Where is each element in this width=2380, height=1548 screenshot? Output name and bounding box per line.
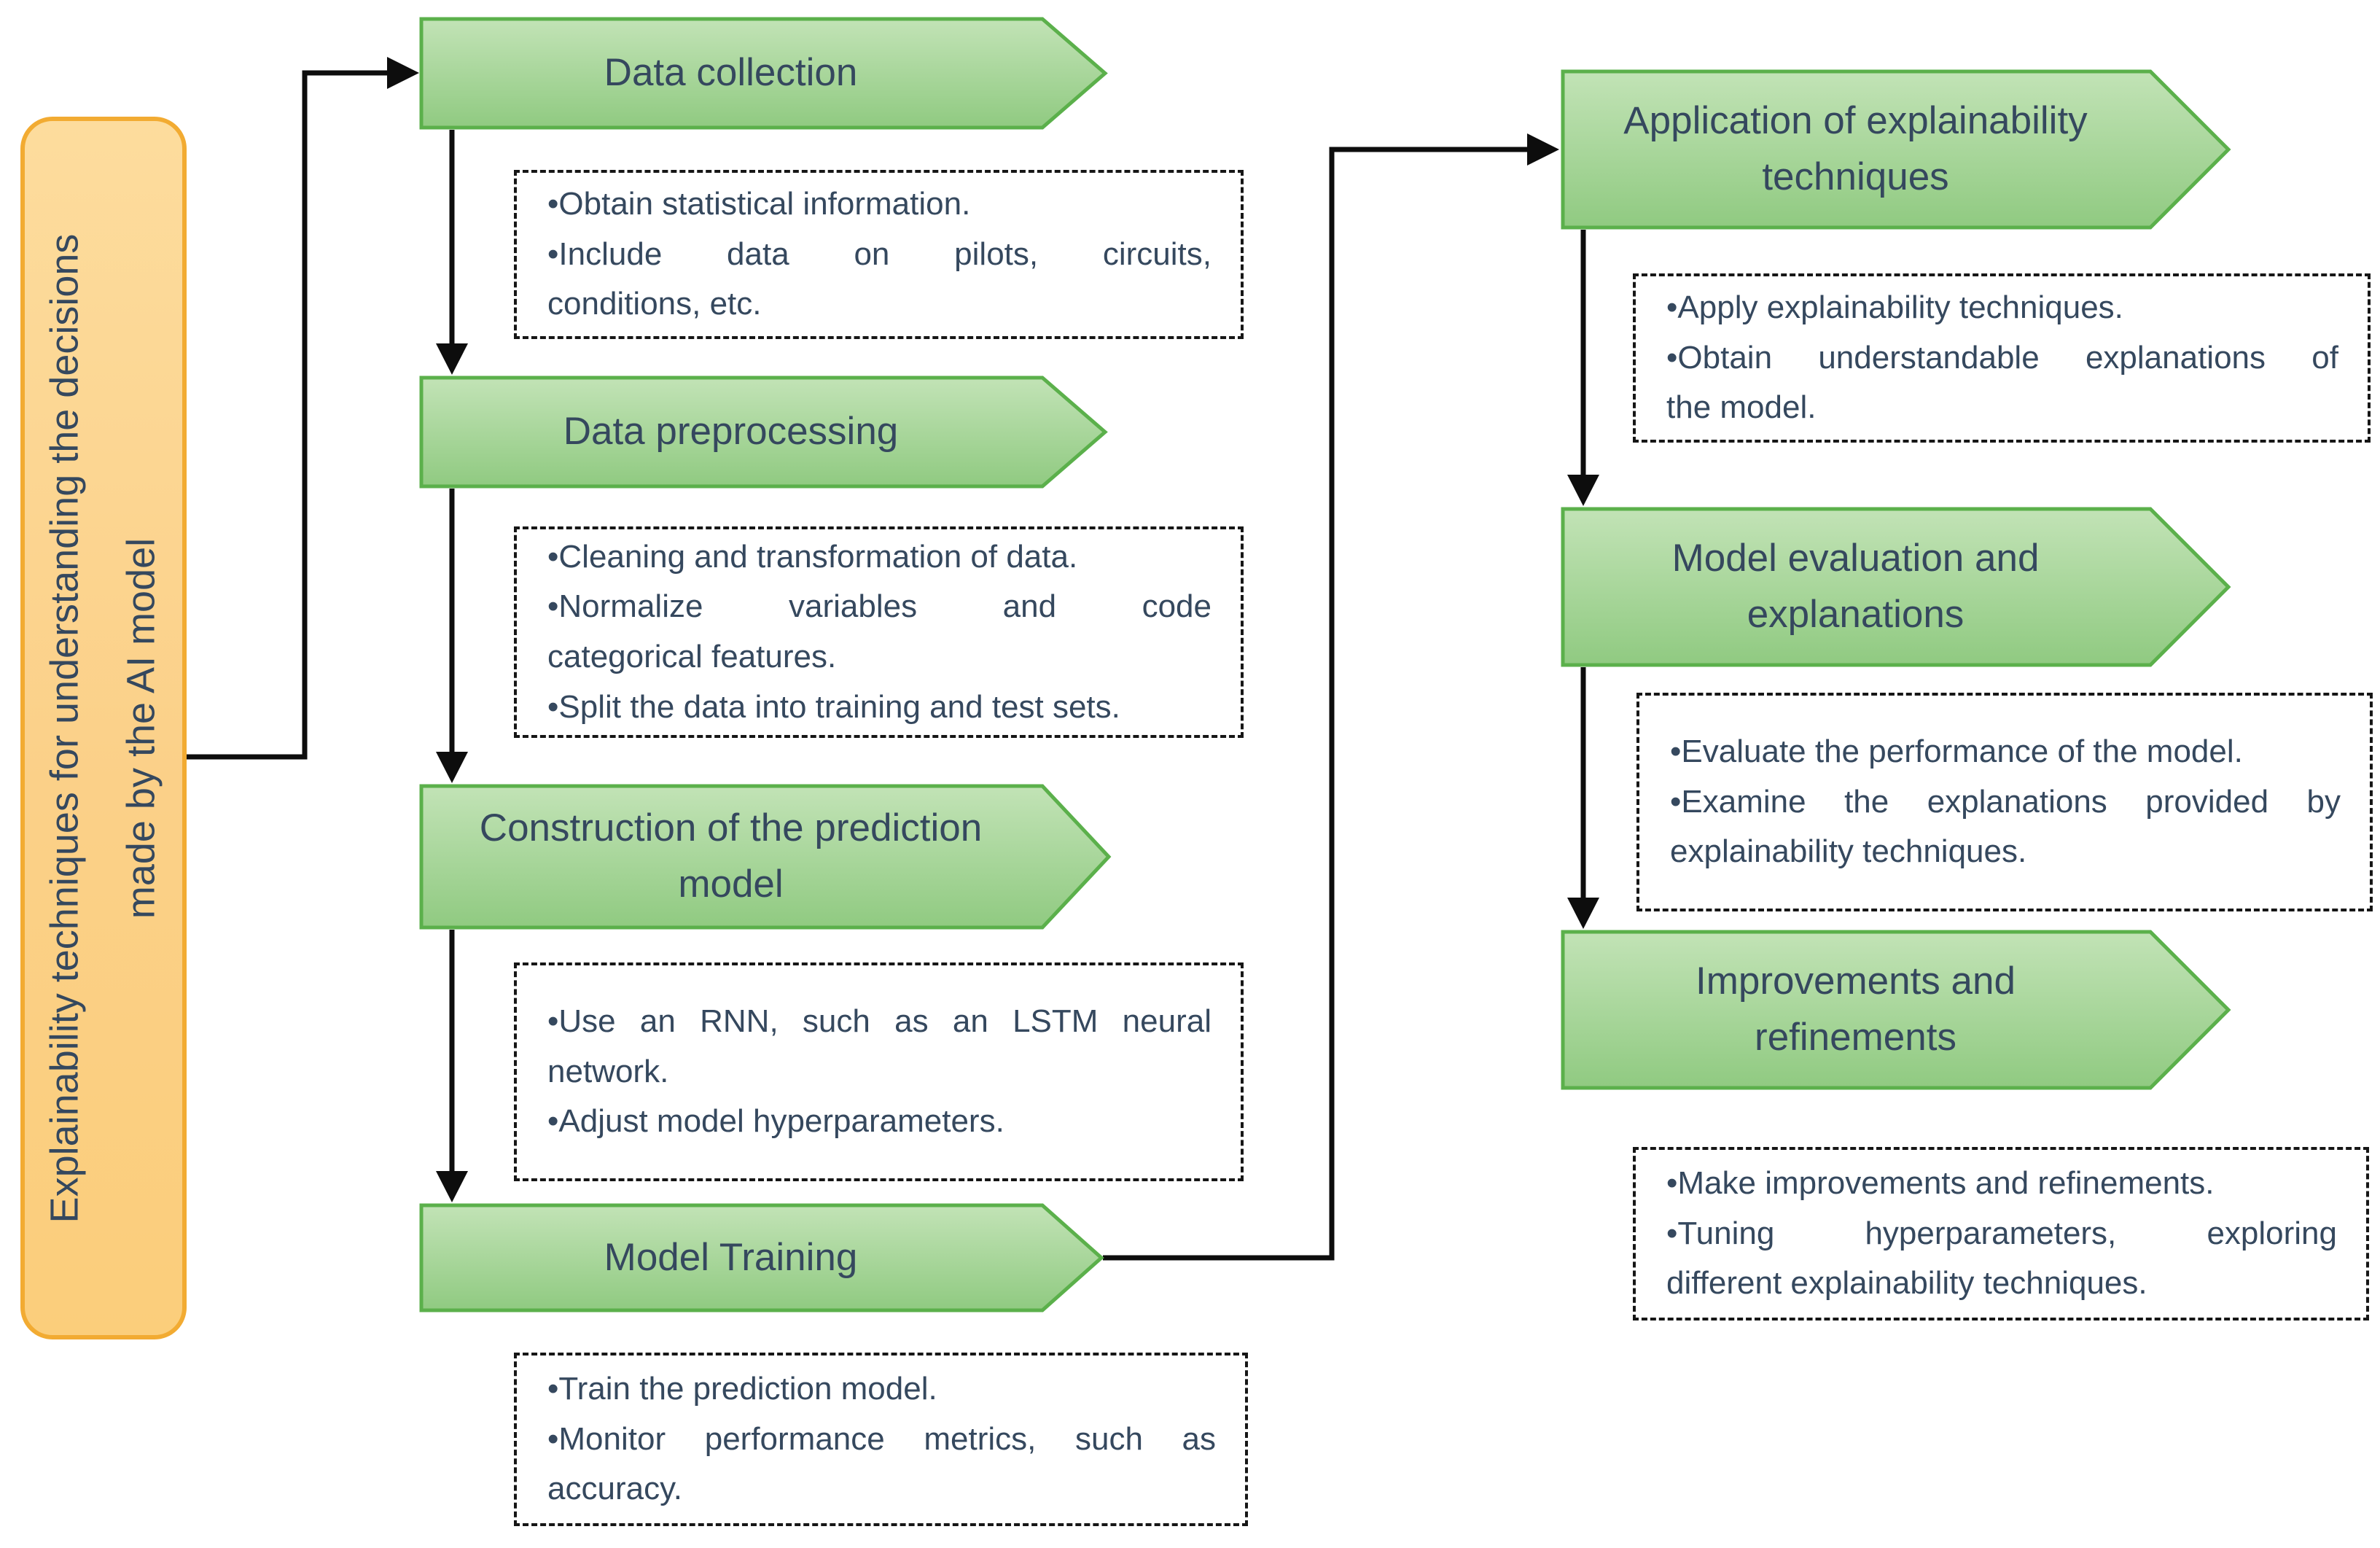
- note-line: accuracy.: [547, 1471, 683, 1507]
- arrowhead-data-collection: [387, 57, 419, 89]
- notes-model-evaluation: •Evaluate the performance of the model. …: [1636, 693, 2373, 911]
- step-title: Model Training: [419, 1203, 1042, 1312]
- note-line: •Cleaning and transformation of data.: [547, 538, 1078, 575]
- step-model-evaluation: Model evaluation and explanations: [1561, 507, 2231, 667]
- chevron-shape: [1561, 507, 2231, 667]
- title-band-line: Explainability techniques for understand…: [42, 233, 87, 1223]
- step-title: Data collection: [419, 17, 1042, 130]
- note-line: the model.: [1666, 389, 1817, 426]
- note-line: conditions, etc.: [547, 286, 762, 322]
- step-title: Construction of the prediction model: [419, 784, 1042, 930]
- note-line: •Split the data into training and test s…: [547, 688, 1120, 725]
- note-line: explainability techniques.: [1670, 833, 2027, 870]
- step-data-preprocessing: Data preprocessing: [419, 376, 1108, 489]
- note-line: network.: [547, 1053, 669, 1089]
- chevron-shape: [419, 376, 1108, 489]
- step-title-line: Data preprocessing: [563, 410, 899, 454]
- chevron-shape: [1561, 69, 2231, 230]
- step-improvements: Improvements and refinements: [1561, 930, 2231, 1090]
- title-band: Explainability techniques for understand…: [20, 117, 187, 1339]
- step-construction-model: Construction of the prediction model: [419, 784, 1112, 930]
- note-line: •Evaluate the performance of the model.: [1670, 734, 2243, 770]
- note-line: •Obtain statistical information.: [547, 186, 971, 222]
- note-line: •Examine the explanations provided by: [1670, 783, 2341, 820]
- step-title: Model evaluation and explanations: [1561, 507, 2150, 667]
- note-line: categorical features.: [547, 639, 837, 674]
- step-data-collection: Data collection: [419, 17, 1108, 130]
- connector-training-to-application: [1103, 147, 1528, 1261]
- note-line: •Use an RNN, such as an LSTM neural: [547, 1003, 1212, 1040]
- arrowhead-construction: [436, 752, 468, 783]
- note-line: •Include data on pilots, circuits,: [547, 236, 1212, 272]
- step-title-line: Improvements and: [1696, 960, 2016, 1003]
- step-title-line: refinements: [1755, 1016, 1956, 1059]
- chevron-shape: [419, 784, 1112, 930]
- step-title-line: Model evaluation and: [1671, 537, 2040, 580]
- chevron-shape: [419, 17, 1108, 130]
- step-title-line: Construction of the prediction: [479, 806, 983, 850]
- note-line: different explainability techniques.: [1666, 1265, 2147, 1302]
- chevron-shape: [419, 1203, 1104, 1312]
- connector-band-to-data-collection: [187, 70, 389, 760]
- note-line: •Make improvements and refinements.: [1666, 1165, 2215, 1202]
- notes-application-explainability: •Apply explainability techniques. •Obtai…: [1633, 273, 2371, 443]
- chevron-shape: [1561, 930, 2231, 1090]
- step-title: Data preprocessing: [419, 376, 1042, 489]
- step-title-line: model: [678, 863, 784, 906]
- notes-improvements: •Make improvements and refinements. •Tun…: [1633, 1147, 2369, 1321]
- step-title-line: Application of explainability: [1623, 99, 2088, 143]
- notes-construction-model: •Use an RNN, such as an LSTM neural netw…: [514, 962, 1244, 1181]
- note-line: •Train the prediction model.: [547, 1371, 937, 1407]
- step-title-line: techniques: [1762, 155, 1949, 198]
- arrowhead-improvements: [1567, 898, 1599, 929]
- notes-data-preprocessing: •Cleaning and transformation of data. •N…: [514, 526, 1244, 738]
- notes-model-training: •Train the prediction model. •Monitor pe…: [514, 1353, 1248, 1526]
- arrowhead-evaluation: [1567, 475, 1599, 506]
- step-title-line: Data collection: [604, 51, 858, 95]
- note-line: •Obtain understandable explanations of: [1666, 339, 2338, 376]
- step-title-line: Model Training: [604, 1235, 858, 1279]
- title-band-label: Explainability techniques for understand…: [27, 127, 181, 1330]
- note-line: •Adjust model hyperparameters.: [547, 1103, 1004, 1140]
- note-line: •Apply explainability techniques.: [1666, 289, 2123, 326]
- step-application-explainability: Application of explainability techniques: [1561, 69, 2231, 230]
- note-line: •Tuning hyperparameters, exploring: [1666, 1215, 2337, 1251]
- step-title: Application of explainability techniques: [1561, 69, 2150, 230]
- notes-data-collection: •Obtain statistical information. •Includ…: [514, 170, 1244, 339]
- note-line: •Monitor performance metrics, such as: [547, 1420, 1216, 1457]
- step-title-line: explanations: [1747, 593, 1965, 636]
- step-model-training: Model Training: [419, 1203, 1104, 1312]
- step-title: Improvements and refinements: [1561, 930, 2150, 1090]
- title-band-line: made by the AI model: [120, 537, 163, 919]
- arrowhead-training: [436, 1171, 468, 1202]
- note-line: •Normalize variables and code: [547, 588, 1212, 625]
- arrowhead-application: [1527, 133, 1559, 166]
- arrowhead-preprocessing: [436, 343, 468, 375]
